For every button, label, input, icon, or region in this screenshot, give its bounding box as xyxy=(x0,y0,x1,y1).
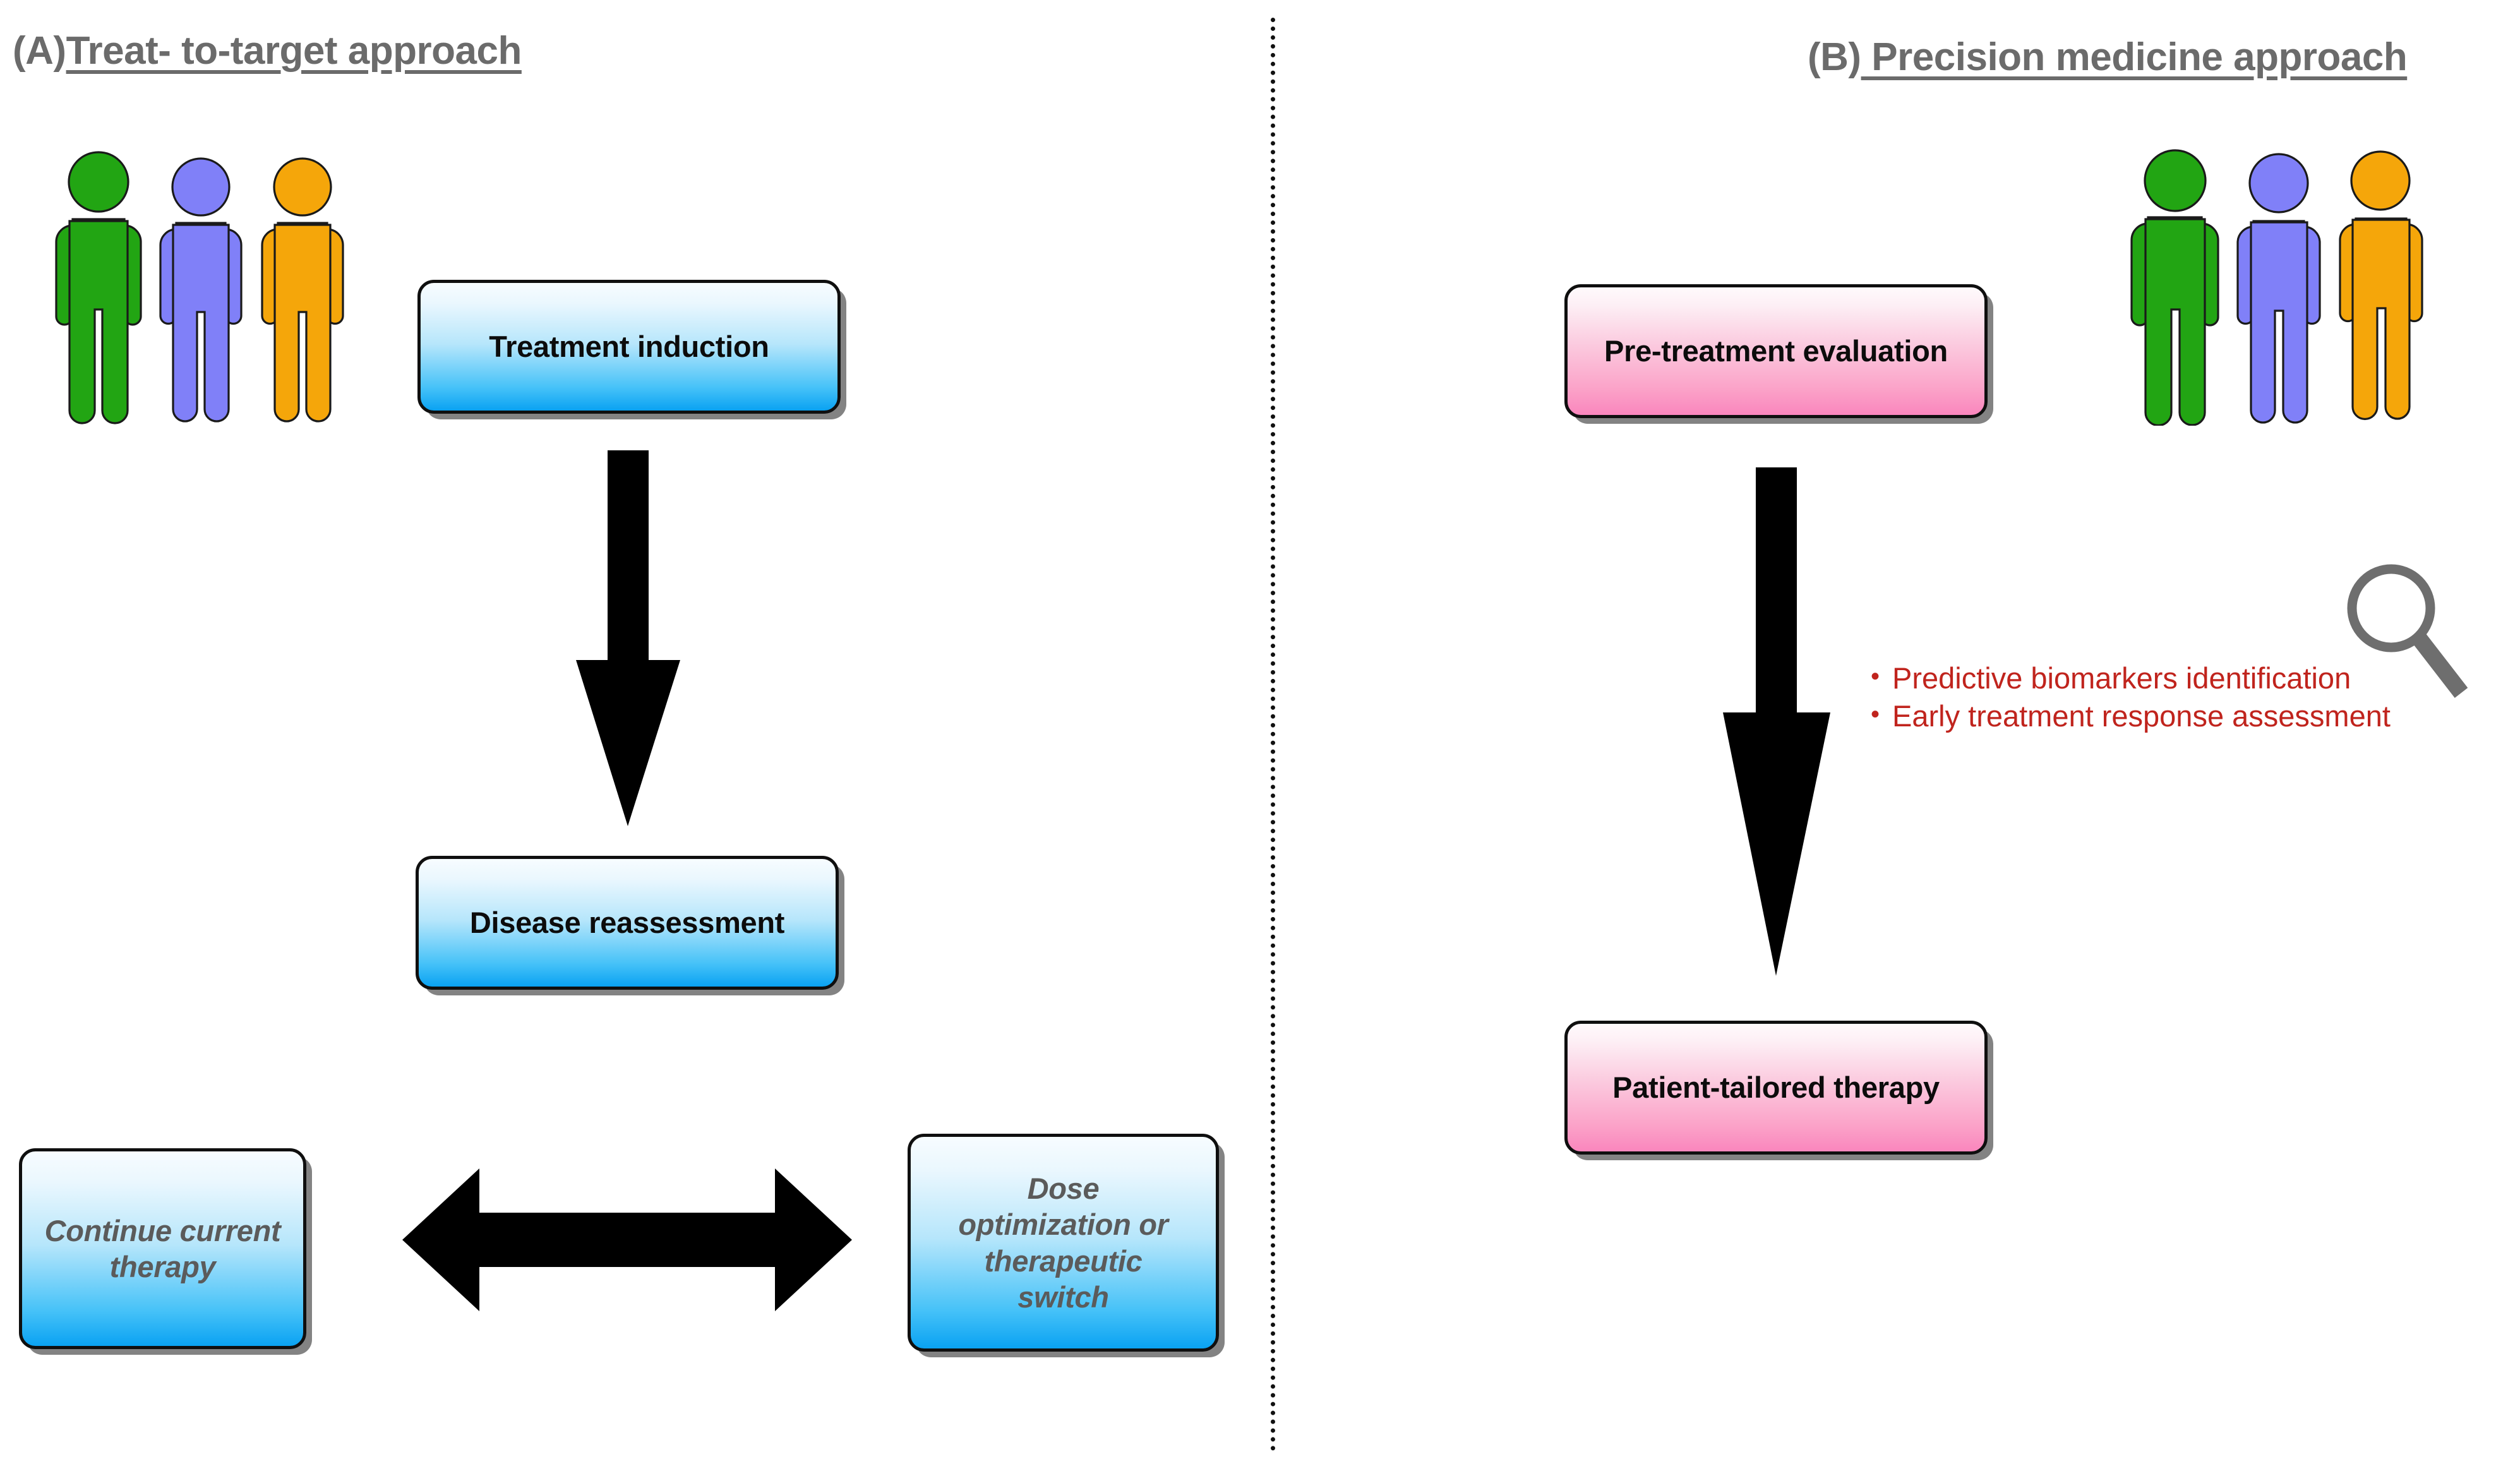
bullet-icon: • xyxy=(1871,663,1880,690)
patient-group-left xyxy=(51,150,360,425)
box-continue-current-therapy[interactable]: Continue current therapy xyxy=(19,1148,306,1349)
vertical-dotted-divider xyxy=(1271,18,1275,1451)
patient-group-right xyxy=(2125,147,2435,427)
magnifier-icon xyxy=(2337,559,2470,704)
panel-a-title-text: Treat- to-target approach xyxy=(66,29,522,73)
person-green-icon xyxy=(55,151,142,424)
arrow-down-evaluation-to-therapy xyxy=(1705,467,1841,979)
box-dose-optimization-label: Dose optimization or therapeutic switch xyxy=(958,1171,1168,1314)
person-purple-icon xyxy=(2236,153,2321,424)
box-dose-optimization-or-therapeutic-switch[interactable]: Dose optimization or therapeutic switch xyxy=(908,1134,1219,1352)
person-green-icon xyxy=(2130,149,2219,427)
panel-b-title-text: Precision medicine approach xyxy=(1861,35,2408,79)
box-disease-reassessment[interactable]: Disease reassessment xyxy=(416,856,839,990)
box-disease-reassessment-label: Disease reassessment xyxy=(469,905,785,939)
biomarker-bullet-list: • Predictive biomarkers identification •… xyxy=(1871,661,2502,737)
box-pre-treatment-evaluation[interactable]: Pre-treatment evaluation xyxy=(1564,284,1988,418)
arrow-down-treatment-to-reassessment xyxy=(556,450,692,829)
box-pre-treatment-evaluation-label: Pre-treatment evaluation xyxy=(1604,333,1948,368)
arrow-bidirectional-therapy-choice xyxy=(402,1167,852,1312)
person-orange-icon xyxy=(261,157,344,423)
biomarker-item-1: Early treatment response assessment xyxy=(1892,699,2391,733)
panel-b-title: (B) Precision medicine approach xyxy=(1808,35,2408,80)
list-item: • Predictive biomarkers identification xyxy=(1871,661,2502,695)
box-continue-current-therapy-label: Continue current therapy xyxy=(44,1213,281,1283)
box-patient-tailored-therapy[interactable]: Patient-tailored therapy xyxy=(1564,1021,1988,1155)
bullet-icon: • xyxy=(1871,700,1880,729)
person-orange-icon xyxy=(2339,150,2423,421)
biomarker-item-0: Predictive biomarkers identification xyxy=(1892,661,2351,695)
box-patient-tailored-therapy-label: Patient-tailored therapy xyxy=(1612,1070,1940,1104)
panel-a-title: (A)Treat- to-target approach xyxy=(13,28,522,73)
box-treatment-induction[interactable]: Treatment induction xyxy=(417,280,841,414)
box-treatment-induction-label: Treatment induction xyxy=(489,329,769,363)
list-item: • Early treatment response assessment xyxy=(1871,699,2502,733)
person-purple-icon xyxy=(159,157,243,423)
panel-a-label: (A) xyxy=(13,29,66,73)
panel-b-label: (B) xyxy=(1808,35,1861,79)
